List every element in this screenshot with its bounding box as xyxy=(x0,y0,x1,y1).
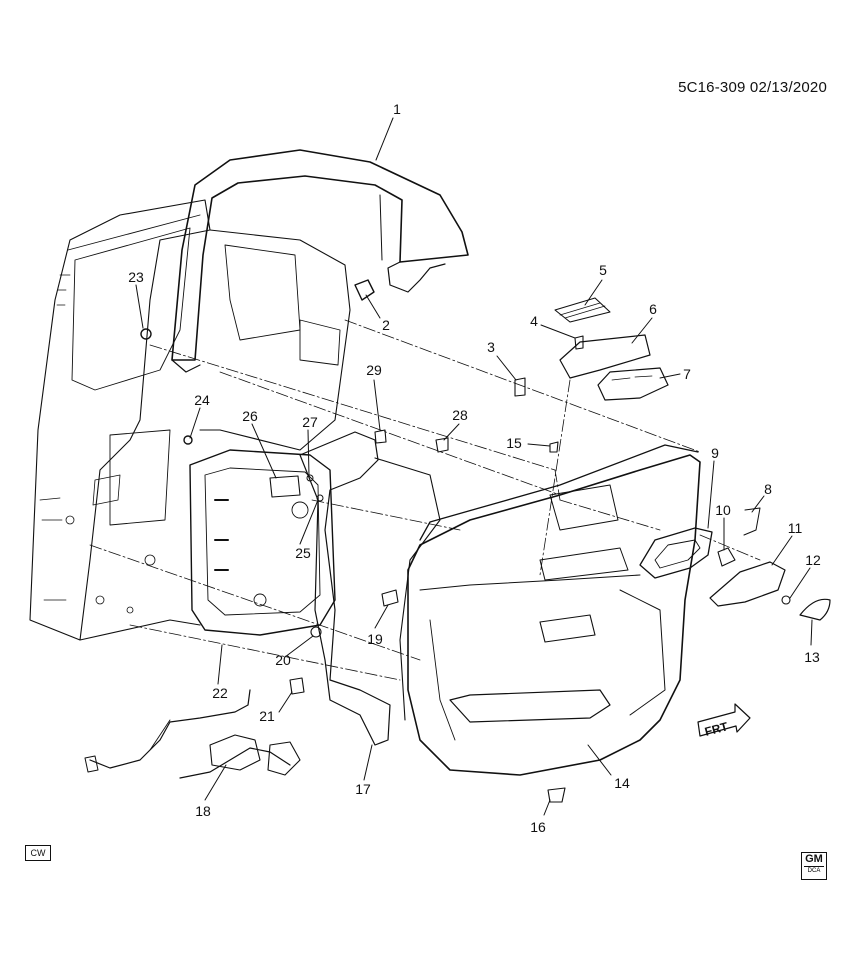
diagram-reference-code: 5C16-309 02/13/2020 xyxy=(678,79,827,96)
callout-25: 25 xyxy=(295,545,311,561)
callout-16: 16 xyxy=(530,819,546,835)
fastener-27 xyxy=(306,474,314,482)
callout-13: 13 xyxy=(804,649,820,665)
callout-18: 18 xyxy=(195,803,211,819)
clip-29 xyxy=(374,429,387,444)
callout-6: 6 xyxy=(649,301,657,317)
window-frame-trim xyxy=(171,149,469,373)
window-regulator-module xyxy=(189,449,336,636)
door-carrier-17 xyxy=(299,431,441,746)
gm-logo-text: GM xyxy=(805,853,823,865)
leader-lines xyxy=(135,117,813,816)
callout-20: 20 xyxy=(275,652,291,668)
callout-19: 19 xyxy=(367,631,383,647)
callout-7: 7 xyxy=(683,366,691,382)
pushpin-28 xyxy=(435,437,449,453)
handle-bezel-9 xyxy=(639,527,713,579)
callout-2: 2 xyxy=(382,317,390,333)
clip-21 xyxy=(289,677,305,695)
fastener-25 xyxy=(316,494,324,502)
callout-14: 14 xyxy=(614,775,630,791)
callout-23: 23 xyxy=(128,269,144,285)
callout-11: 11 xyxy=(788,520,803,536)
callout-10: 10 xyxy=(715,502,731,518)
door-inner-panel xyxy=(29,199,351,641)
wiring-harness-18 xyxy=(84,689,301,779)
bolt-16 xyxy=(547,787,566,803)
callout-12: 12 xyxy=(805,552,821,568)
cover-13 xyxy=(799,598,831,621)
fastener-20 xyxy=(310,626,322,638)
front-direction-arrow xyxy=(697,703,751,737)
screw-12 xyxy=(781,595,791,605)
cw-label: CW xyxy=(25,845,51,861)
callout-1: 1 xyxy=(393,101,401,117)
bolt-15 xyxy=(549,441,559,453)
gm-logo: GM DCA xyxy=(801,852,827,880)
callout-28: 28 xyxy=(452,407,468,423)
switch-assembly-7 xyxy=(597,367,669,401)
fastener-24 xyxy=(183,435,193,445)
callout-9: 9 xyxy=(711,445,719,461)
callout-labels: 1 2 3 4 5 6 7 8 9 10 11 12 13 14 15 16 1… xyxy=(128,101,821,835)
callout-26: 26 xyxy=(242,408,258,424)
assembly-lines xyxy=(89,319,761,681)
callout-3: 3 xyxy=(487,339,495,355)
switch-bezel-6 xyxy=(559,334,651,379)
callout-21: 21 xyxy=(259,708,275,724)
inside-handle-11 xyxy=(709,561,786,607)
callout-5: 5 xyxy=(599,262,607,278)
callout-15: 15 xyxy=(506,435,522,451)
gm-logo-sub: DCA xyxy=(804,866,824,876)
callout-24: 24 xyxy=(194,392,210,408)
callout-4: 4 xyxy=(530,313,538,329)
part-10 xyxy=(717,547,736,567)
fastener-23 xyxy=(140,328,152,340)
nut-19 xyxy=(381,589,399,607)
frt-label: FRT xyxy=(703,719,730,739)
switch-cover-5 xyxy=(554,297,611,323)
door-trim-panel-14 xyxy=(407,444,701,776)
callout-22: 22 xyxy=(212,685,228,701)
clip-3 xyxy=(514,377,526,397)
clip-2 xyxy=(354,279,375,301)
part-8 xyxy=(743,507,761,536)
callout-27: 27 xyxy=(302,414,318,430)
screw-4 xyxy=(574,335,584,350)
callout-8: 8 xyxy=(764,481,772,497)
callout-29: 29 xyxy=(366,362,382,378)
callout-17: 17 xyxy=(355,781,371,797)
